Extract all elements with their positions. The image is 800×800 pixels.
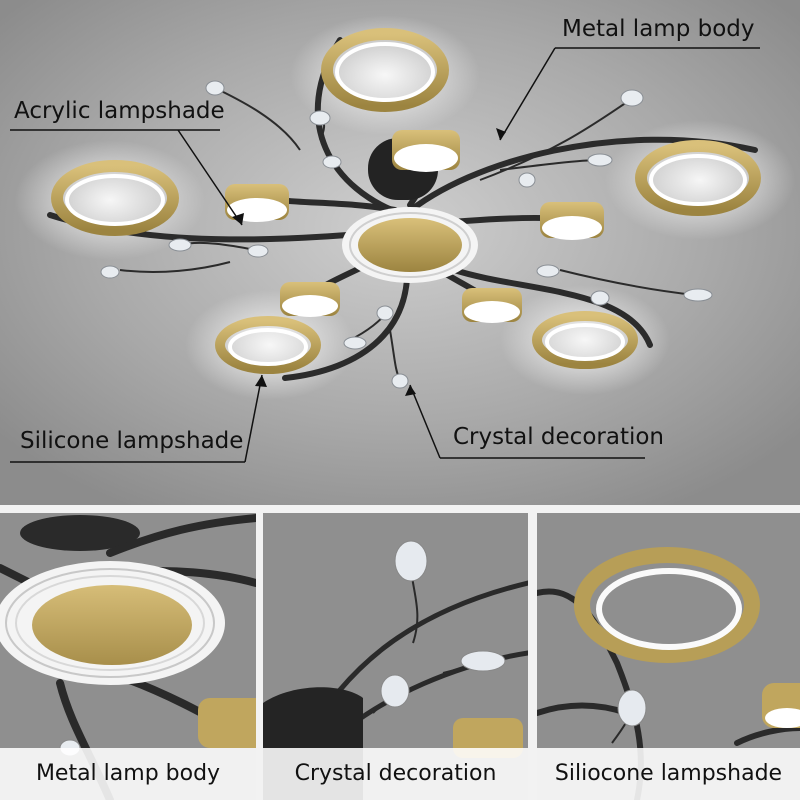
gold-rings <box>51 28 761 374</box>
callout-arrowheads <box>232 128 506 396</box>
callout-silicone-lampshade: Silicone lampshade <box>20 428 244 454</box>
panel-caption: Crystal decoration <box>263 748 528 800</box>
crystals <box>100 80 713 389</box>
detail-panels: Metal lamp body Crystal decoration <box>0 505 800 800</box>
panel-caption: Siliocone lampshade <box>537 748 800 800</box>
callout-metal-lamp-body: Metal lamp body <box>562 16 755 42</box>
main-product-image: Metal lamp body Acrylic lampshade Silico… <box>0 0 800 505</box>
center-disc <box>342 207 478 283</box>
detail-panel-metal-body: Metal lamp body <box>0 513 256 800</box>
callout-acrylic-lampshade: Acrylic lampshade <box>14 98 225 124</box>
detail-panel-silicone: Siliocone lampshade <box>537 513 800 800</box>
callout-leader-lines <box>10 47 760 463</box>
detail-panel-crystal: Crystal decoration <box>263 513 528 800</box>
callout-crystal-decoration: Crystal decoration <box>453 424 664 450</box>
chandelier-illustration <box>0 0 800 505</box>
panel-caption: Metal lamp body <box>0 748 256 800</box>
